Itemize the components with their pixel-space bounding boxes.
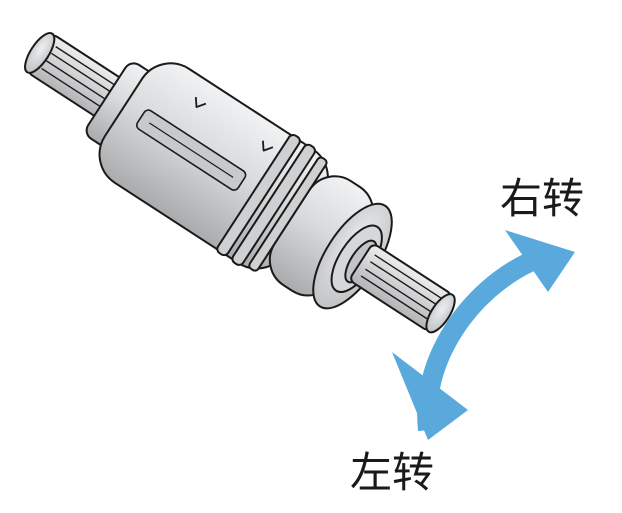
shaft-component-icon bbox=[24, 32, 456, 334]
double-curved-arrow-icon bbox=[392, 230, 575, 440]
rotate-right-label: 右转 bbox=[500, 174, 585, 223]
rotate-left-label: 左转 bbox=[350, 448, 435, 497]
